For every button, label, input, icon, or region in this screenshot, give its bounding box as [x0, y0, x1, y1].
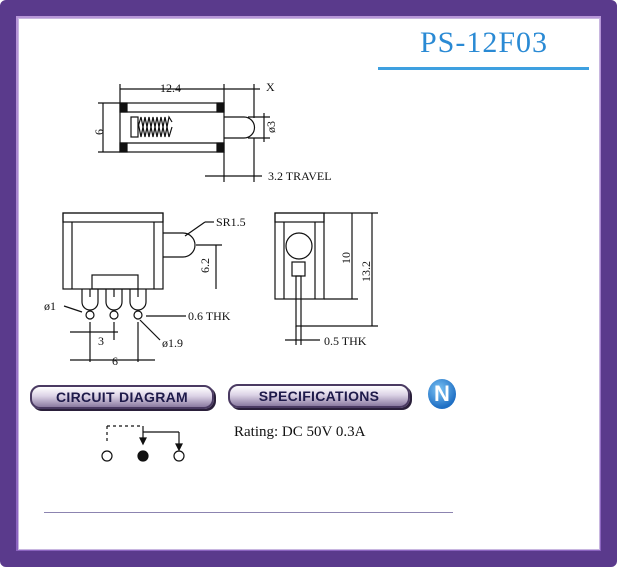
- top-view-labels: 12.4 X 6 ø3 3.2 TRAVEL: [92, 80, 332, 183]
- side-view-labels: SR1.5 6.2 ø1 3 6 0.6 THK ø1.9: [44, 215, 246, 368]
- side-view: [62, 212, 222, 362]
- content-area: [18, 18, 600, 550]
- dim-button-dia: ø3: [264, 121, 278, 133]
- dim-pin-span: 6: [112, 354, 118, 368]
- dim-height-a: 10: [339, 252, 353, 264]
- specifications-label: SPECIFICATIONS: [228, 384, 410, 408]
- end-view-button: [285, 232, 313, 260]
- dim-thk: 0.6 THK: [188, 309, 231, 323]
- dim-end-thk: 0.5 THK: [324, 334, 367, 348]
- pin-left: [81, 289, 99, 311]
- circuit-diagram: [101, 425, 185, 462]
- title-underline: [378, 67, 589, 70]
- top-view-body: [119, 102, 225, 153]
- pin-hole-right: [133, 310, 143, 320]
- terminal-open-left: [101, 450, 113, 462]
- side-view-body: [62, 212, 164, 290]
- dim-height-b: 13.2: [359, 261, 373, 282]
- dim-radius: SR1.5: [216, 215, 246, 229]
- rating-text: Rating: DC 50V 0.3A: [234, 424, 366, 440]
- model-title: PS-12F03: [420, 26, 549, 59]
- dim-pin-pitch: 3: [98, 334, 104, 348]
- pin-hole-left: [85, 310, 95, 320]
- dim-hole-dia: ø1.9: [162, 336, 183, 350]
- pin-center: [105, 289, 123, 311]
- dim-height: 6: [92, 129, 106, 135]
- end-view: [274, 212, 378, 345]
- dim-pin-dia: ø1: [44, 299, 56, 313]
- pin-right: [129, 289, 147, 311]
- dim-travel: 3.2 TRAVEL: [268, 169, 332, 183]
- end-view-pin: [295, 275, 302, 327]
- dim-length: 12.4: [160, 81, 181, 95]
- top-view: [98, 84, 270, 182]
- dim-x: X: [266, 80, 275, 94]
- terminal-open-right: [173, 450, 185, 462]
- actuator: [224, 116, 256, 139]
- terminal-common: [137, 450, 149, 462]
- pin-hole-center: [109, 310, 119, 320]
- bottom-divider: [44, 512, 453, 513]
- dim-button-height: 6.2: [198, 258, 212, 273]
- spring-seat: [130, 116, 139, 138]
- end-view-labels: 10 13.2 0.5 THK: [324, 252, 373, 348]
- n-badge-icon: N: [428, 379, 456, 409]
- actuator-dome: [163, 232, 196, 258]
- circuit-diagram-label: CIRCUIT DIAGRAM: [30, 385, 214, 409]
- end-view-body: [274, 212, 325, 300]
